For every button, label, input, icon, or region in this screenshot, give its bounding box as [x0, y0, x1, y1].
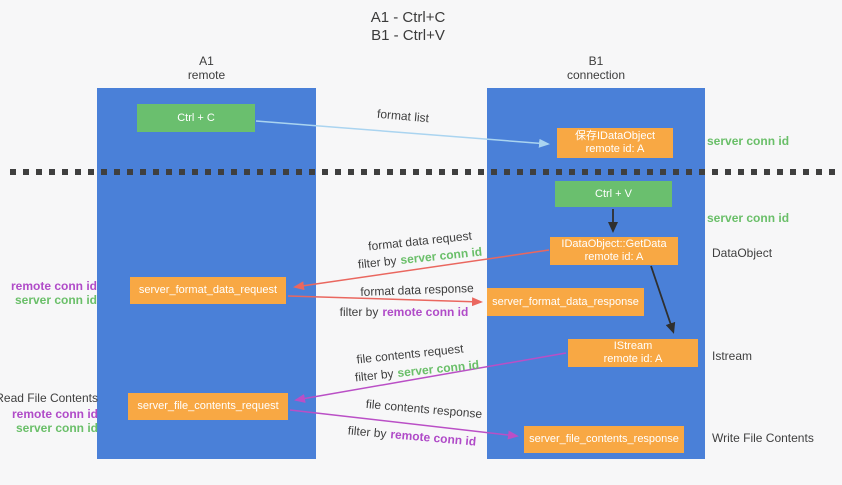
- lane-a-role: remote: [187, 68, 226, 82]
- filter-prefix: filter by: [354, 366, 395, 385]
- node-ctrl-c: Ctrl + C: [137, 104, 255, 132]
- note-server-conn-id-top: server conn id: [707, 134, 790, 148]
- node-server-format-data-response: server_format_data_response: [487, 288, 644, 316]
- note-remote-conn-id: remote conn id: [11, 407, 98, 421]
- node-save-dataobject-line2: remote id: A: [585, 143, 645, 155]
- node-istream-line2: remote id: A: [603, 353, 663, 365]
- lane-a-header: A1 remote: [97, 54, 316, 82]
- note-read-file-block: Read File Contents remote conn id server…: [0, 391, 98, 435]
- diagram-title: A1 - Ctrl+C B1 - Ctrl+V: [283, 9, 533, 45]
- label-format-data-response: format data response: [360, 281, 474, 299]
- node-server-file-contents-response: server_file_contents_response: [524, 426, 684, 453]
- node-save-dataobject: 保存IDataObject remote id: A: [557, 128, 673, 158]
- node-server-format-data-request: server_format_data_request: [130, 277, 286, 304]
- filter-value-remote-conn-id: remote conn id: [382, 305, 469, 319]
- node-getdata: IDataObject::GetData remote id: A: [550, 237, 678, 265]
- node-ctrl-v: Ctrl + V: [555, 181, 672, 207]
- node-server-file-contents-request: server_file_contents_request: [128, 393, 288, 420]
- node-getdata-line1: IDataObject::GetData: [561, 238, 667, 250]
- note-server-conn-id: server conn id: [14, 293, 97, 307]
- lane-a-name: A1: [199, 54, 214, 68]
- dotted-divider: [10, 169, 836, 175]
- note-write-file-contents: Write File Contents: [712, 431, 814, 445]
- filter-value-remote-conn-id: remote conn id: [389, 427, 477, 449]
- label-format-list: format list: [376, 106, 430, 126]
- note-istream: Istream: [712, 349, 753, 363]
- note-dataobject: DataObject: [712, 246, 773, 260]
- note-server-conn-id-mid: server conn id: [707, 211, 790, 225]
- note-left-format-conn-ids: remote conn id server conn id: [11, 279, 97, 307]
- lane-b-header: B1 connection: [487, 54, 705, 82]
- note-remote-conn-id: remote conn id: [10, 279, 97, 293]
- filter-prefix: filter by: [357, 253, 398, 272]
- filter-prefix: filter by: [347, 423, 388, 441]
- node-istream-line1: IStream: [613, 340, 653, 352]
- lane-b-role: connection: [566, 68, 626, 82]
- node-save-dataobject-line1: 保存IDataObject: [574, 130, 656, 142]
- title-line-1: A1 - Ctrl+C: [370, 9, 446, 26]
- lane-b-name: B1: [588, 54, 604, 68]
- node-getdata-line2: remote id: A: [584, 251, 644, 263]
- note-read-file-contents: Read File Contents: [0, 391, 98, 405]
- node-istream: IStream remote id: A: [568, 339, 698, 367]
- filter-prefix: filter by: [339, 305, 379, 319]
- note-server-conn-id: server conn id: [15, 421, 98, 435]
- label-file-contents-response: file contents response: [365, 396, 483, 422]
- title-line-2: B1 - Ctrl+V: [371, 27, 445, 44]
